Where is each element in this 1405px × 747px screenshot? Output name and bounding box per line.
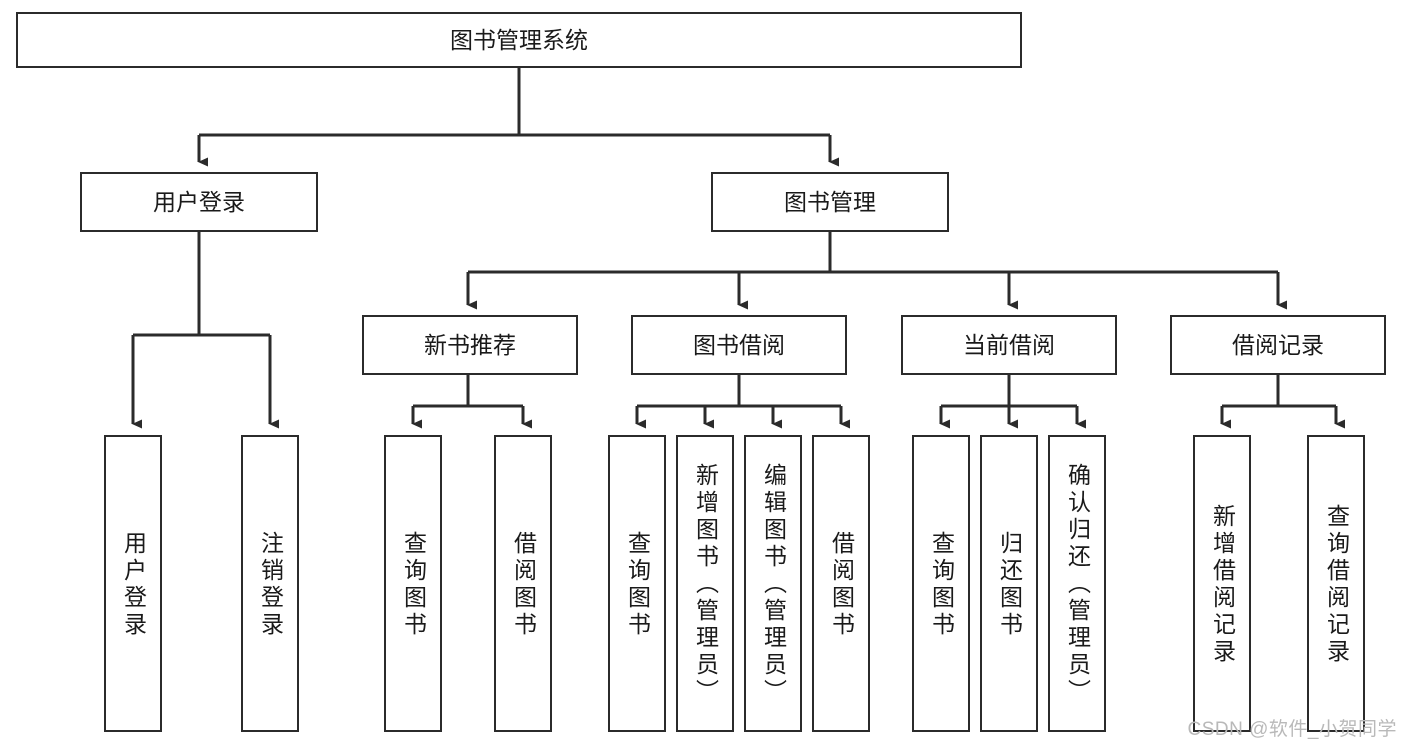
node-leaf-edit-book-admin[interactable]: 编辑图书（管理员） bbox=[744, 435, 802, 732]
node-leaf-query-borrow-record[interactable]: 查询借阅记录 bbox=[1307, 435, 1365, 732]
node-label: 确认归还（管理员） bbox=[1064, 463, 1091, 706]
node-borrow-record[interactable]: 借阅记录 bbox=[1170, 315, 1386, 375]
node-new-book-recommend[interactable]: 新书推荐 bbox=[362, 315, 578, 375]
node-book-borrow[interactable]: 图书借阅 bbox=[631, 315, 847, 375]
node-label: 注销登录 bbox=[257, 530, 284, 639]
node-label: 新书推荐 bbox=[424, 331, 516, 358]
node-root-system[interactable]: 图书管理系统 bbox=[16, 12, 1022, 68]
node-label: 图书借阅 bbox=[693, 331, 785, 358]
node-label: 查询图书 bbox=[624, 530, 651, 639]
node-current-borrow[interactable]: 当前借阅 bbox=[901, 315, 1117, 375]
node-leaf-borrow-book-recommend[interactable]: 借阅图书 bbox=[494, 435, 552, 732]
node-label: 借阅记录 bbox=[1232, 331, 1324, 358]
node-label: 新增图书（管理员） bbox=[692, 463, 719, 706]
node-label: 新增借阅记录 bbox=[1209, 503, 1236, 666]
node-leaf-query-book-current[interactable]: 查询图书 bbox=[912, 435, 970, 732]
node-label: 查询图书 bbox=[400, 530, 427, 639]
node-leaf-add-borrow-record[interactable]: 新增借阅记录 bbox=[1193, 435, 1251, 732]
node-label: 查询图书 bbox=[928, 530, 955, 639]
node-leaf-logout[interactable]: 注销登录 bbox=[241, 435, 299, 732]
node-book-management[interactable]: 图书管理 bbox=[711, 172, 949, 232]
node-label: 借阅图书 bbox=[828, 530, 855, 639]
node-user-login[interactable]: 用户登录 bbox=[80, 172, 318, 232]
node-label: 编辑图书（管理员） bbox=[760, 463, 787, 706]
node-leaf-confirm-return-admin[interactable]: 确认归还（管理员） bbox=[1048, 435, 1106, 732]
node-label: 归还图书 bbox=[996, 530, 1023, 639]
node-label: 查询借阅记录 bbox=[1323, 503, 1350, 666]
node-label: 借阅图书 bbox=[510, 530, 537, 639]
node-leaf-borrow-book[interactable]: 借阅图书 bbox=[812, 435, 870, 732]
node-label: 用户登录 bbox=[120, 530, 147, 639]
node-leaf-add-book-admin[interactable]: 新增图书（管理员） bbox=[676, 435, 734, 732]
node-label: 图书管理系统 bbox=[450, 26, 588, 53]
node-leaf-user-login[interactable]: 用户登录 bbox=[104, 435, 162, 732]
node-leaf-query-book-recommend[interactable]: 查询图书 bbox=[384, 435, 442, 732]
node-label: 当前借阅 bbox=[963, 331, 1055, 358]
node-label: 图书管理 bbox=[784, 188, 876, 215]
node-leaf-return-book[interactable]: 归还图书 bbox=[980, 435, 1038, 732]
watermark-text: CSDN @软件_小贺同学 bbox=[1187, 719, 1397, 740]
node-label: 用户登录 bbox=[153, 188, 245, 215]
node-leaf-query-book-borrow[interactable]: 查询图书 bbox=[608, 435, 666, 732]
